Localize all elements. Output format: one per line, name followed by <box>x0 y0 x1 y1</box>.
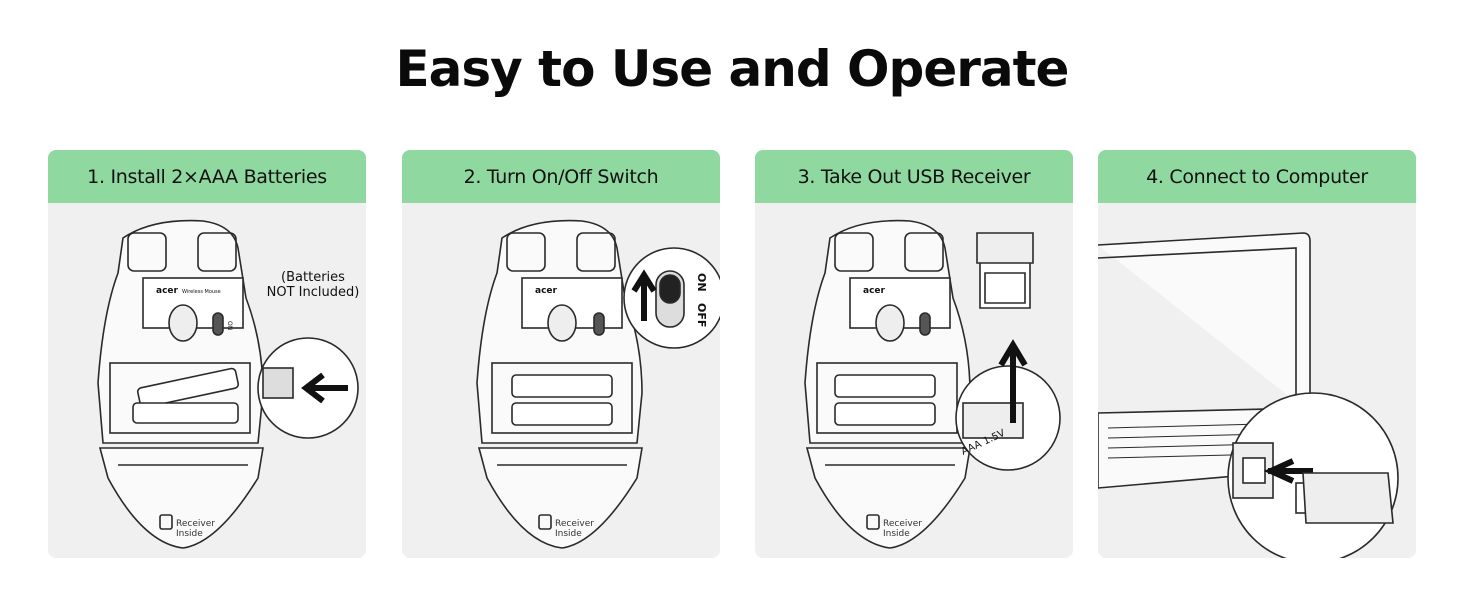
laptop-connect-illustration <box>1098 232 1399 558</box>
switch-on-label: ON <box>695 273 708 292</box>
step-card-4: 4. Connect to Computer <box>1098 150 1416 558</box>
step-4-illustration <box>1098 203 1416 558</box>
page-title: Easy to Use and Operate <box>395 40 1070 98</box>
mouse-switch-illustration: acer ON OFF Receiver Inside <box>476 219 720 549</box>
receiver-label-line1-2: Receiver <box>555 519 594 529</box>
step-card-2: 2. Turn On/Off Switch acer <box>402 150 720 558</box>
step-3-title: 3. Take Out USB Receiver <box>755 150 1073 203</box>
batteries-note-line1: (Batteries <box>281 270 345 285</box>
mouse-brand-label-3: acer <box>863 286 886 296</box>
receiver-label-line2-3: Inside <box>883 529 910 539</box>
step-1-title: 1. Install 2×AAA Batteries <box>48 150 366 203</box>
step-3-illustration: acer AAA 1.5V Receiver Inside <box>755 203 1073 558</box>
receiver-label-line1: Receiver <box>176 519 215 529</box>
batteries-note-line2: NOT Included) <box>266 285 360 300</box>
mouse-brand-label-2: acer <box>535 286 558 296</box>
step-card-1: 1. Install 2×AAA Batteries acer <box>48 150 366 558</box>
receiver-label-line1-3: Receiver <box>883 519 922 529</box>
receiver-label-line2-2: Inside <box>555 529 582 539</box>
mouse-product-label: Wireless Mouse <box>182 289 221 295</box>
step-card-3: 3. Take Out USB Receiver <box>755 150 1073 558</box>
step-4-title: 4. Connect to Computer <box>1098 150 1416 203</box>
step-2-illustration: acer ON OFF Receiver Inside <box>402 203 720 558</box>
step-2-title: 2. Turn On/Off Switch <box>402 150 720 203</box>
mouse-battery-illustration: acer Wireless Mouse ON Receiver Inside <box>97 219 359 549</box>
mouse-brand-label: acer <box>156 286 179 296</box>
receiver-label-line2: Inside <box>176 529 203 539</box>
batteries-note: (Batteries NOT Included) <box>263 270 363 300</box>
step-1-illustration: acer Wireless Mouse ON Receiver Inside (… <box>48 203 366 558</box>
usb-receiver-illustration: acer AAA 1.5V Receiver Inside <box>804 219 1061 549</box>
switch-off-label: OFF <box>695 303 708 327</box>
mouse-switch-on-label: ON <box>226 321 233 330</box>
